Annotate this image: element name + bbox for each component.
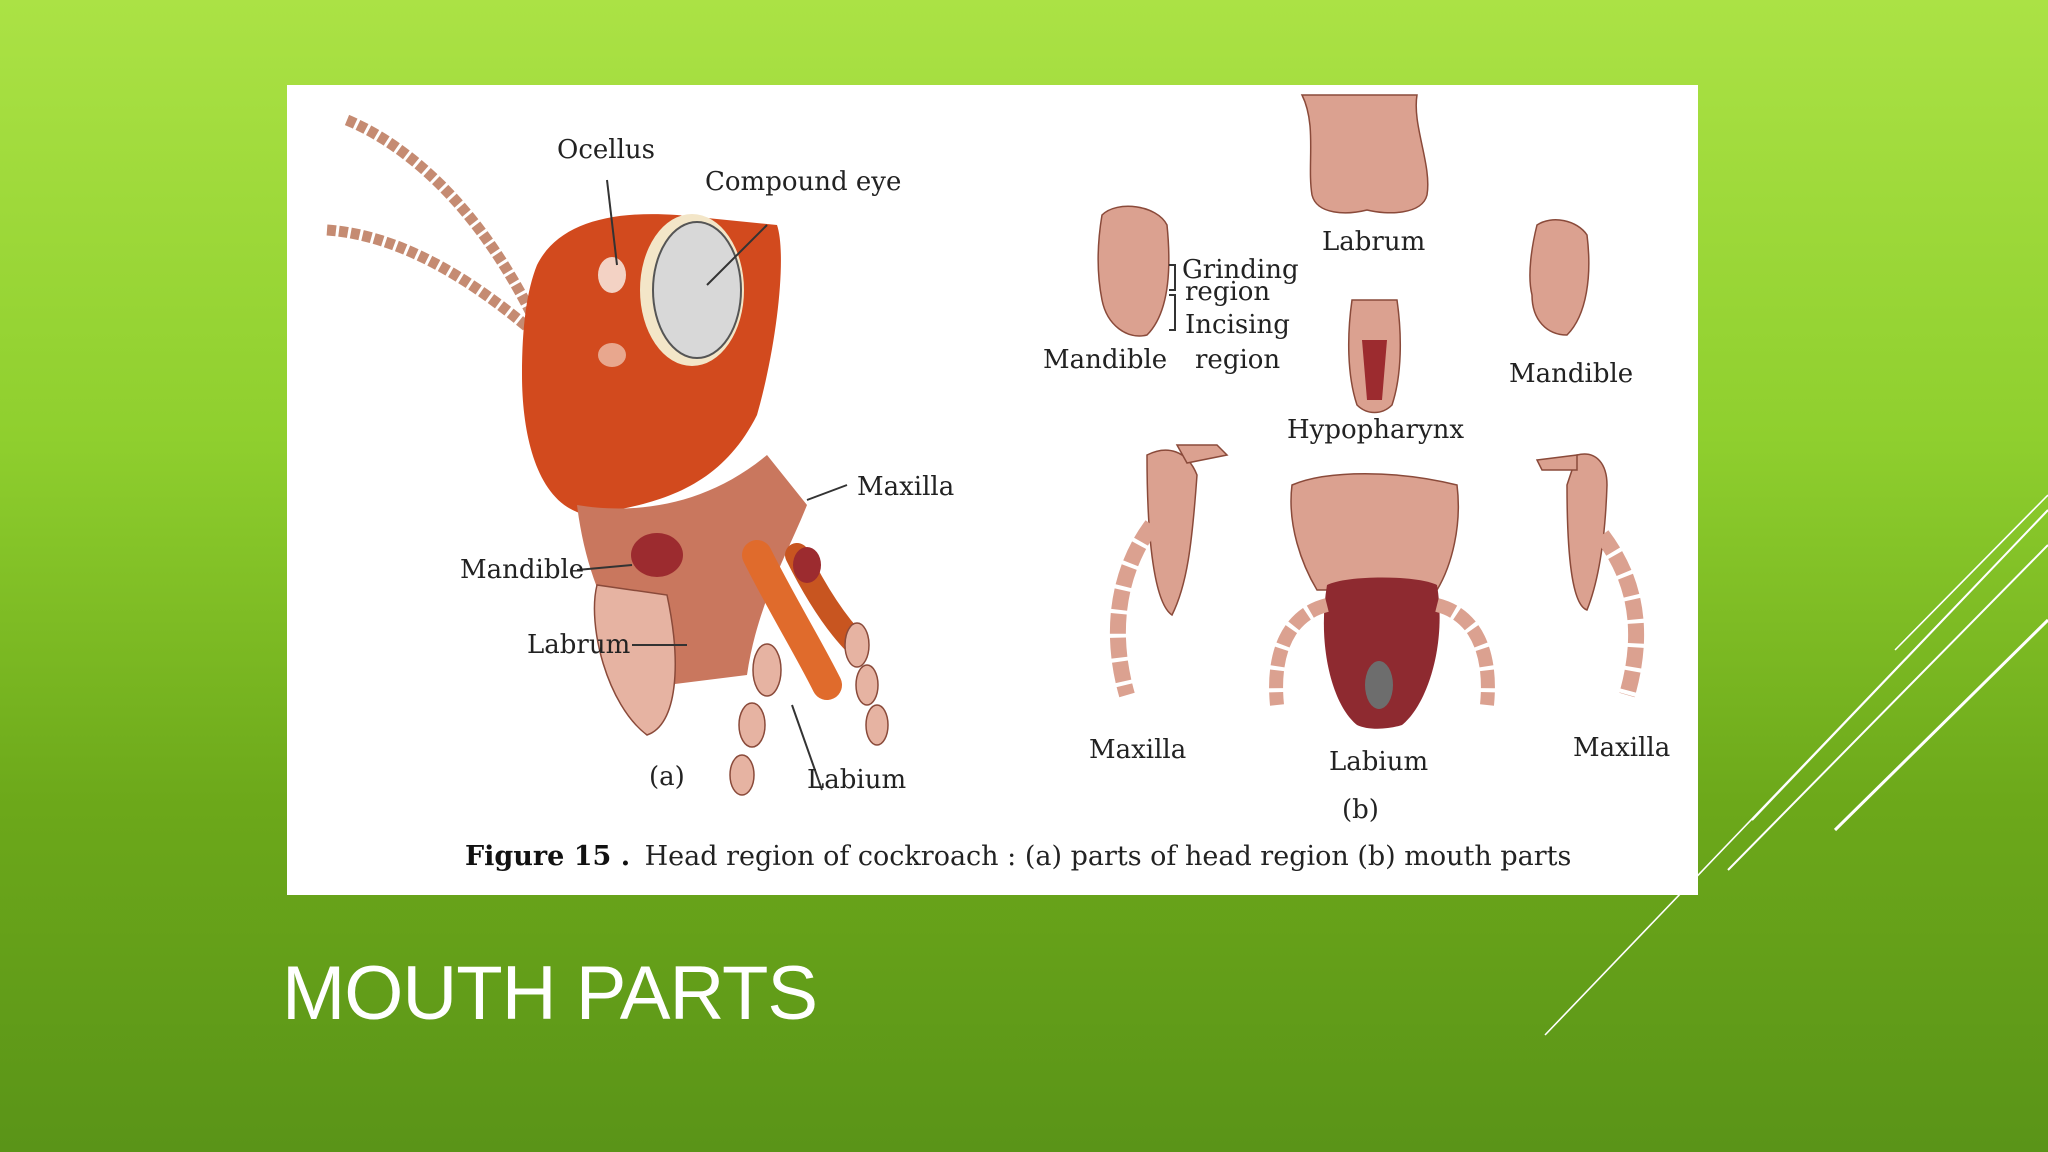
label-grinding-1: Grinding	[1182, 255, 1299, 285]
label-mandible-right: Mandible	[1509, 359, 1633, 389]
label-incising-1: Incising	[1185, 310, 1290, 340]
label-maxilla-right: Maxilla	[1573, 733, 1670, 763]
label-hypopharynx: Hypopharynx	[1287, 415, 1464, 445]
figure-panel: Ocellus Compound eye Maxilla Mandible La…	[287, 85, 1698, 895]
label-mandible-left: Mandible	[1043, 345, 1167, 375]
mouth-parts-illustration	[1097, 94, 1645, 729]
cockroach-head-diagram: Ocellus Compound eye Maxilla Mandible La…	[326, 94, 1670, 872]
caption-text: Head region of cockroach : (a) parts of …	[645, 841, 1572, 872]
figure-caption: Figure 15 . Head region of cockroach : (…	[465, 841, 1571, 872]
label-labium: Labium	[807, 765, 906, 795]
label-grinding-2: region	[1185, 277, 1270, 307]
caption-bold: Figure 15 .	[465, 841, 630, 872]
label-incising-2: region	[1195, 345, 1280, 375]
label-maxilla-left: Maxilla	[1089, 735, 1186, 765]
panel-a-tag: (a)	[649, 762, 685, 792]
label-mandible: Mandible	[460, 555, 584, 585]
slide-title: MOUTH PARTS	[282, 951, 818, 1036]
head-illustration	[326, 114, 889, 796]
label-labium-b: Labium	[1329, 747, 1428, 777]
label-labrum-b: Labrum	[1322, 227, 1425, 257]
label-compound-eye: Compound eye	[705, 167, 901, 197]
label-maxilla: Maxilla	[857, 472, 954, 502]
label-labrum: Labrum	[527, 630, 630, 660]
panel-b-tag: (b)	[1342, 795, 1379, 825]
label-ocellus: Ocellus	[557, 135, 655, 165]
